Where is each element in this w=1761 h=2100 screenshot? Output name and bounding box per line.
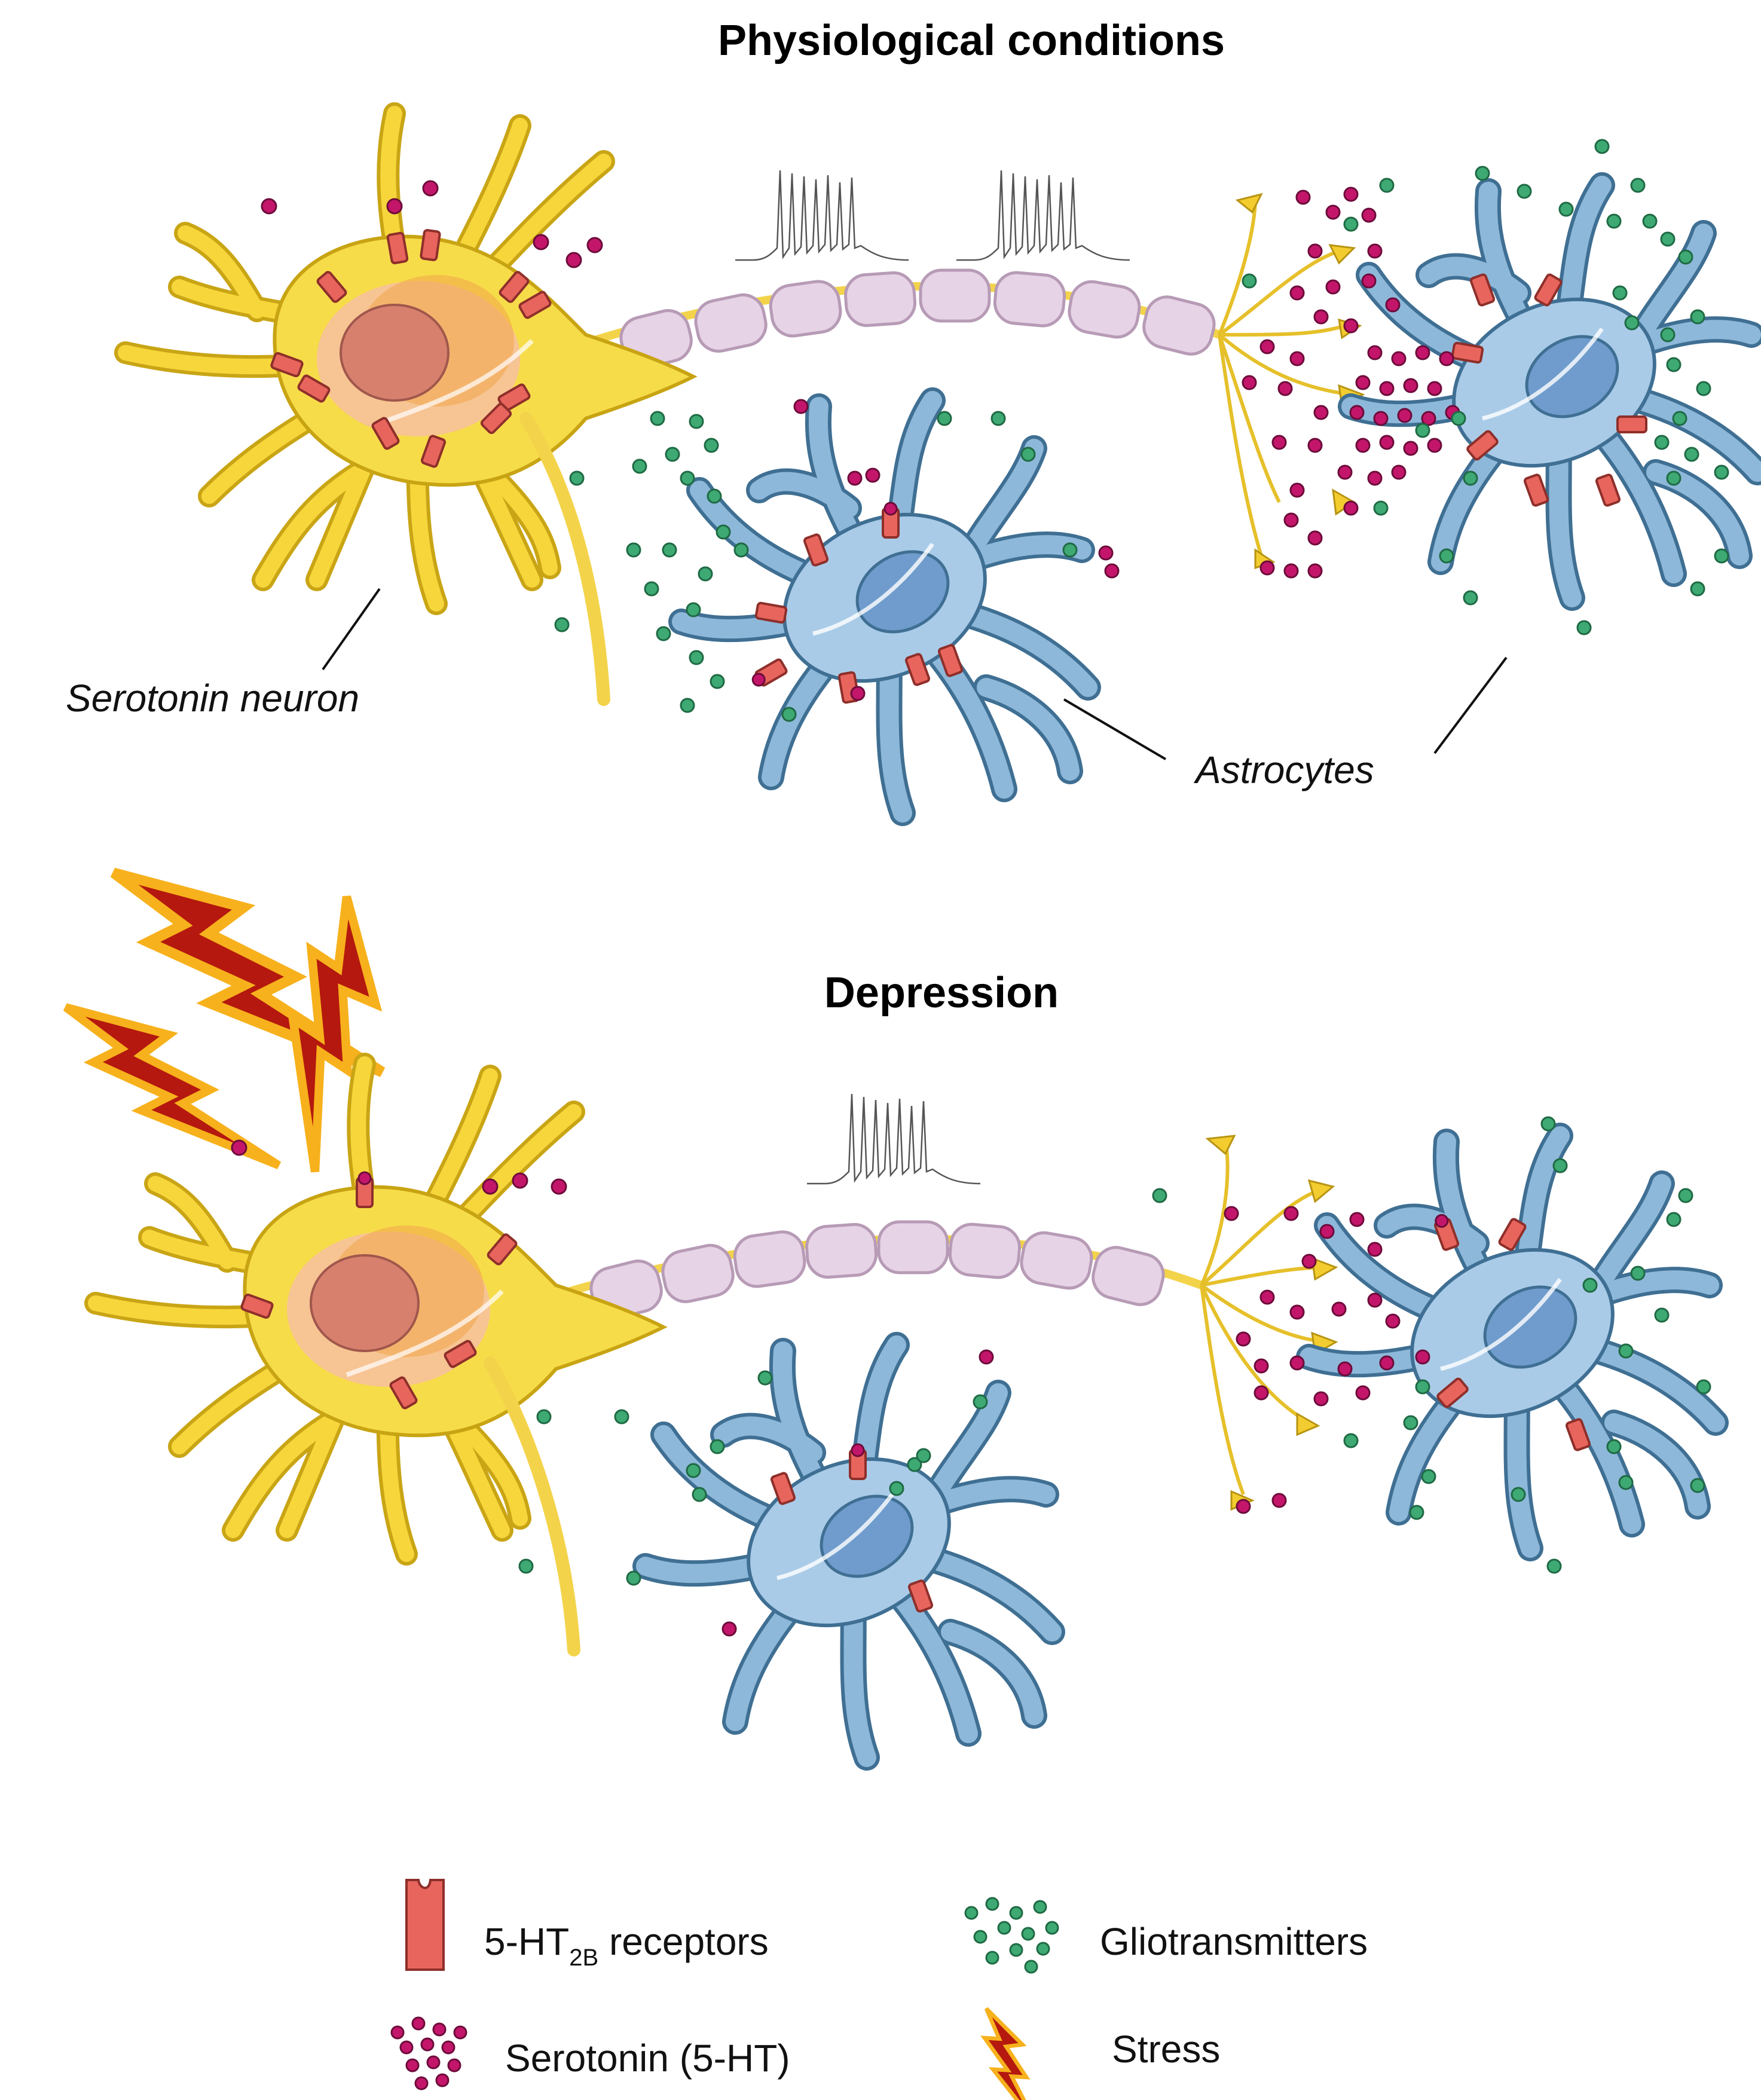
axon-terminals-top (1218, 197, 1352, 557)
neuron-callout-line (322, 588, 381, 671)
lightning-bolt-icon (66, 1007, 279, 1166)
legend-stress-label: Stress (1112, 2028, 1220, 2071)
serotonin-particles-neuron-top (261, 180, 603, 268)
legend-serotonin-label: Serotonin (5-HT) (505, 2037, 790, 2080)
axon-bottom (548, 1220, 1203, 1320)
gliotransmitter-cluster-bottom (518, 1116, 1711, 1586)
neuron-bottom-descending-dendrite (484, 1356, 580, 1656)
lightning-bolt-icon (980, 2007, 1039, 2100)
serotonin-cluster-bottom (721, 1206, 1430, 1637)
action-potential-trace-top-2 (955, 169, 1131, 261)
stress-bolts (66, 873, 458, 1172)
serotonin-neuron-bottom (96, 1064, 664, 1554)
action-potential-trace-top-1 (734, 169, 910, 261)
serotonin-neuron-label: Serotonin neuron (66, 677, 359, 720)
astrocytes-label: Astrocytes (1193, 748, 1374, 791)
lightning-bolt-icon (204, 897, 458, 1172)
bottom-panel-title: Depression (824, 969, 1059, 1017)
astrocyte-top-middle (681, 401, 1088, 813)
top-panel-title: Physiological conditions (718, 17, 1225, 65)
astrocyte-callout-line-2 (1433, 656, 1508, 754)
serotonin-cluster-icon (390, 2016, 467, 2090)
legend-gliotransmitters-label: Gliotransmitters (1100, 1920, 1368, 1963)
astrocyte-bottom-middle (646, 1345, 1052, 1757)
axon-top (572, 268, 1221, 369)
gliotransmitter-cluster-top (554, 139, 1729, 722)
gliotransmitter-cluster-icon (964, 1897, 1059, 1974)
serotonin-particles-neuron-bottom (231, 1139, 567, 1195)
neuron-top-descending-dendrite (519, 412, 610, 706)
legend: 5-HT2B receptors Gliotransmitters Seroto… (390, 1879, 1368, 2100)
axon-terminals-bottom (1200, 1141, 1328, 1496)
astrocyte-callout-line-1 (1063, 698, 1167, 760)
axon-terminal-buttons-bottom (1205, 1135, 1338, 1511)
legend-receptor-label: 5-HT2B receptors (484, 1920, 769, 1971)
action-potential-trace-bottom (806, 1093, 982, 1185)
receptor-icon (405, 1879, 445, 1971)
serotonin-neuron-top (126, 114, 693, 604)
astrocyte-bottom-right (1309, 1136, 1716, 1548)
